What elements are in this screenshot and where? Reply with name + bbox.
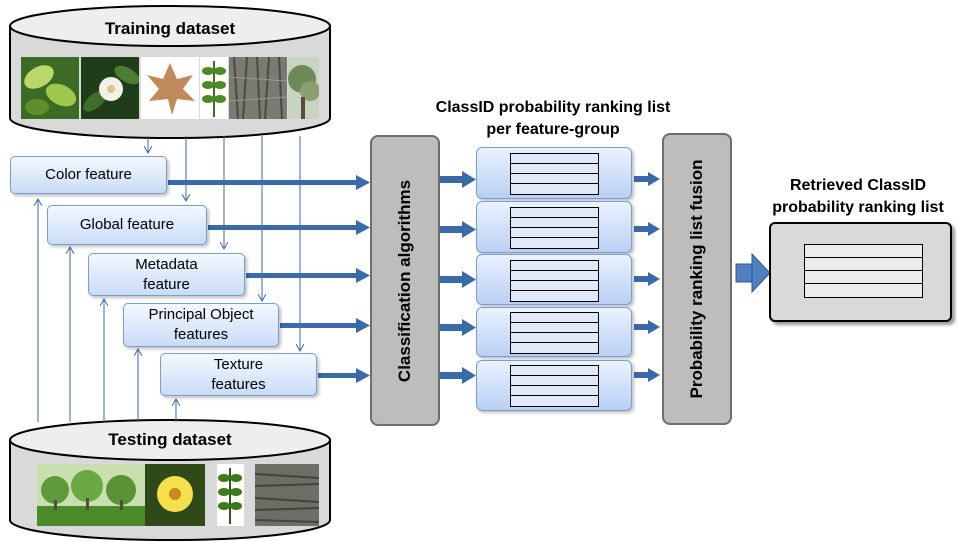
yellow-flower-image	[145, 464, 205, 526]
orchard-image	[37, 464, 145, 526]
ranking-arrows	[634, 172, 660, 382]
texture-features-box: Texture features	[160, 353, 317, 396]
retrieved-list-title: Retrieved ClassID probability ranking li…	[772, 177, 944, 216]
ranking-table	[510, 153, 599, 195]
classification-algorithms-bar: Classification algorithms	[370, 135, 440, 426]
testing-bark-image	[255, 464, 319, 526]
ranking-table	[510, 365, 599, 407]
testing-dataset-title: Testing dataset	[108, 430, 232, 449]
fusion-arrow	[735, 252, 771, 294]
color-feature-box: Color feature	[10, 156, 167, 194]
ranking-list-box	[476, 254, 632, 305]
metadata-feature-box: Metadata feature	[88, 253, 245, 296]
classification-algorithms-label: Classification algorithms	[395, 179, 414, 382]
classification-arrows	[440, 171, 476, 384]
ranking-list-box	[476, 147, 632, 199]
ranking-list-box	[476, 201, 632, 253]
ranking-table	[510, 207, 599, 249]
testing-compound-leaf-image	[217, 464, 244, 526]
feature-arrows	[168, 175, 370, 383]
testing-links	[38, 200, 176, 422]
compound-leaf-image	[200, 57, 228, 119]
maple-leaf-image	[141, 57, 199, 119]
probability-fusion-label: Probability ranking list fusion	[687, 159, 706, 399]
training-dataset-title: Training dataset	[104, 19, 236, 38]
probability-fusion-bar: Probability ranking list fusion	[662, 133, 732, 425]
training-links	[148, 136, 300, 350]
retrieved-ranking-table	[804, 244, 923, 298]
ranking-list-box	[476, 360, 632, 411]
global-feature-box: Global feature	[47, 205, 207, 245]
magnolia-image	[81, 57, 139, 119]
ranking-table	[510, 312, 599, 354]
ranking-table	[510, 260, 599, 302]
bark-image	[229, 57, 287, 119]
ranking-list-header: ClassID probability ranking list per fea…	[435, 99, 671, 138]
retrieved-ranking-box	[769, 222, 952, 322]
principal-object-features-box: Principal Object features	[123, 303, 279, 347]
tree-image	[288, 57, 319, 119]
ranking-list-box	[476, 307, 632, 357]
leaf-ivy-image	[21, 57, 79, 119]
